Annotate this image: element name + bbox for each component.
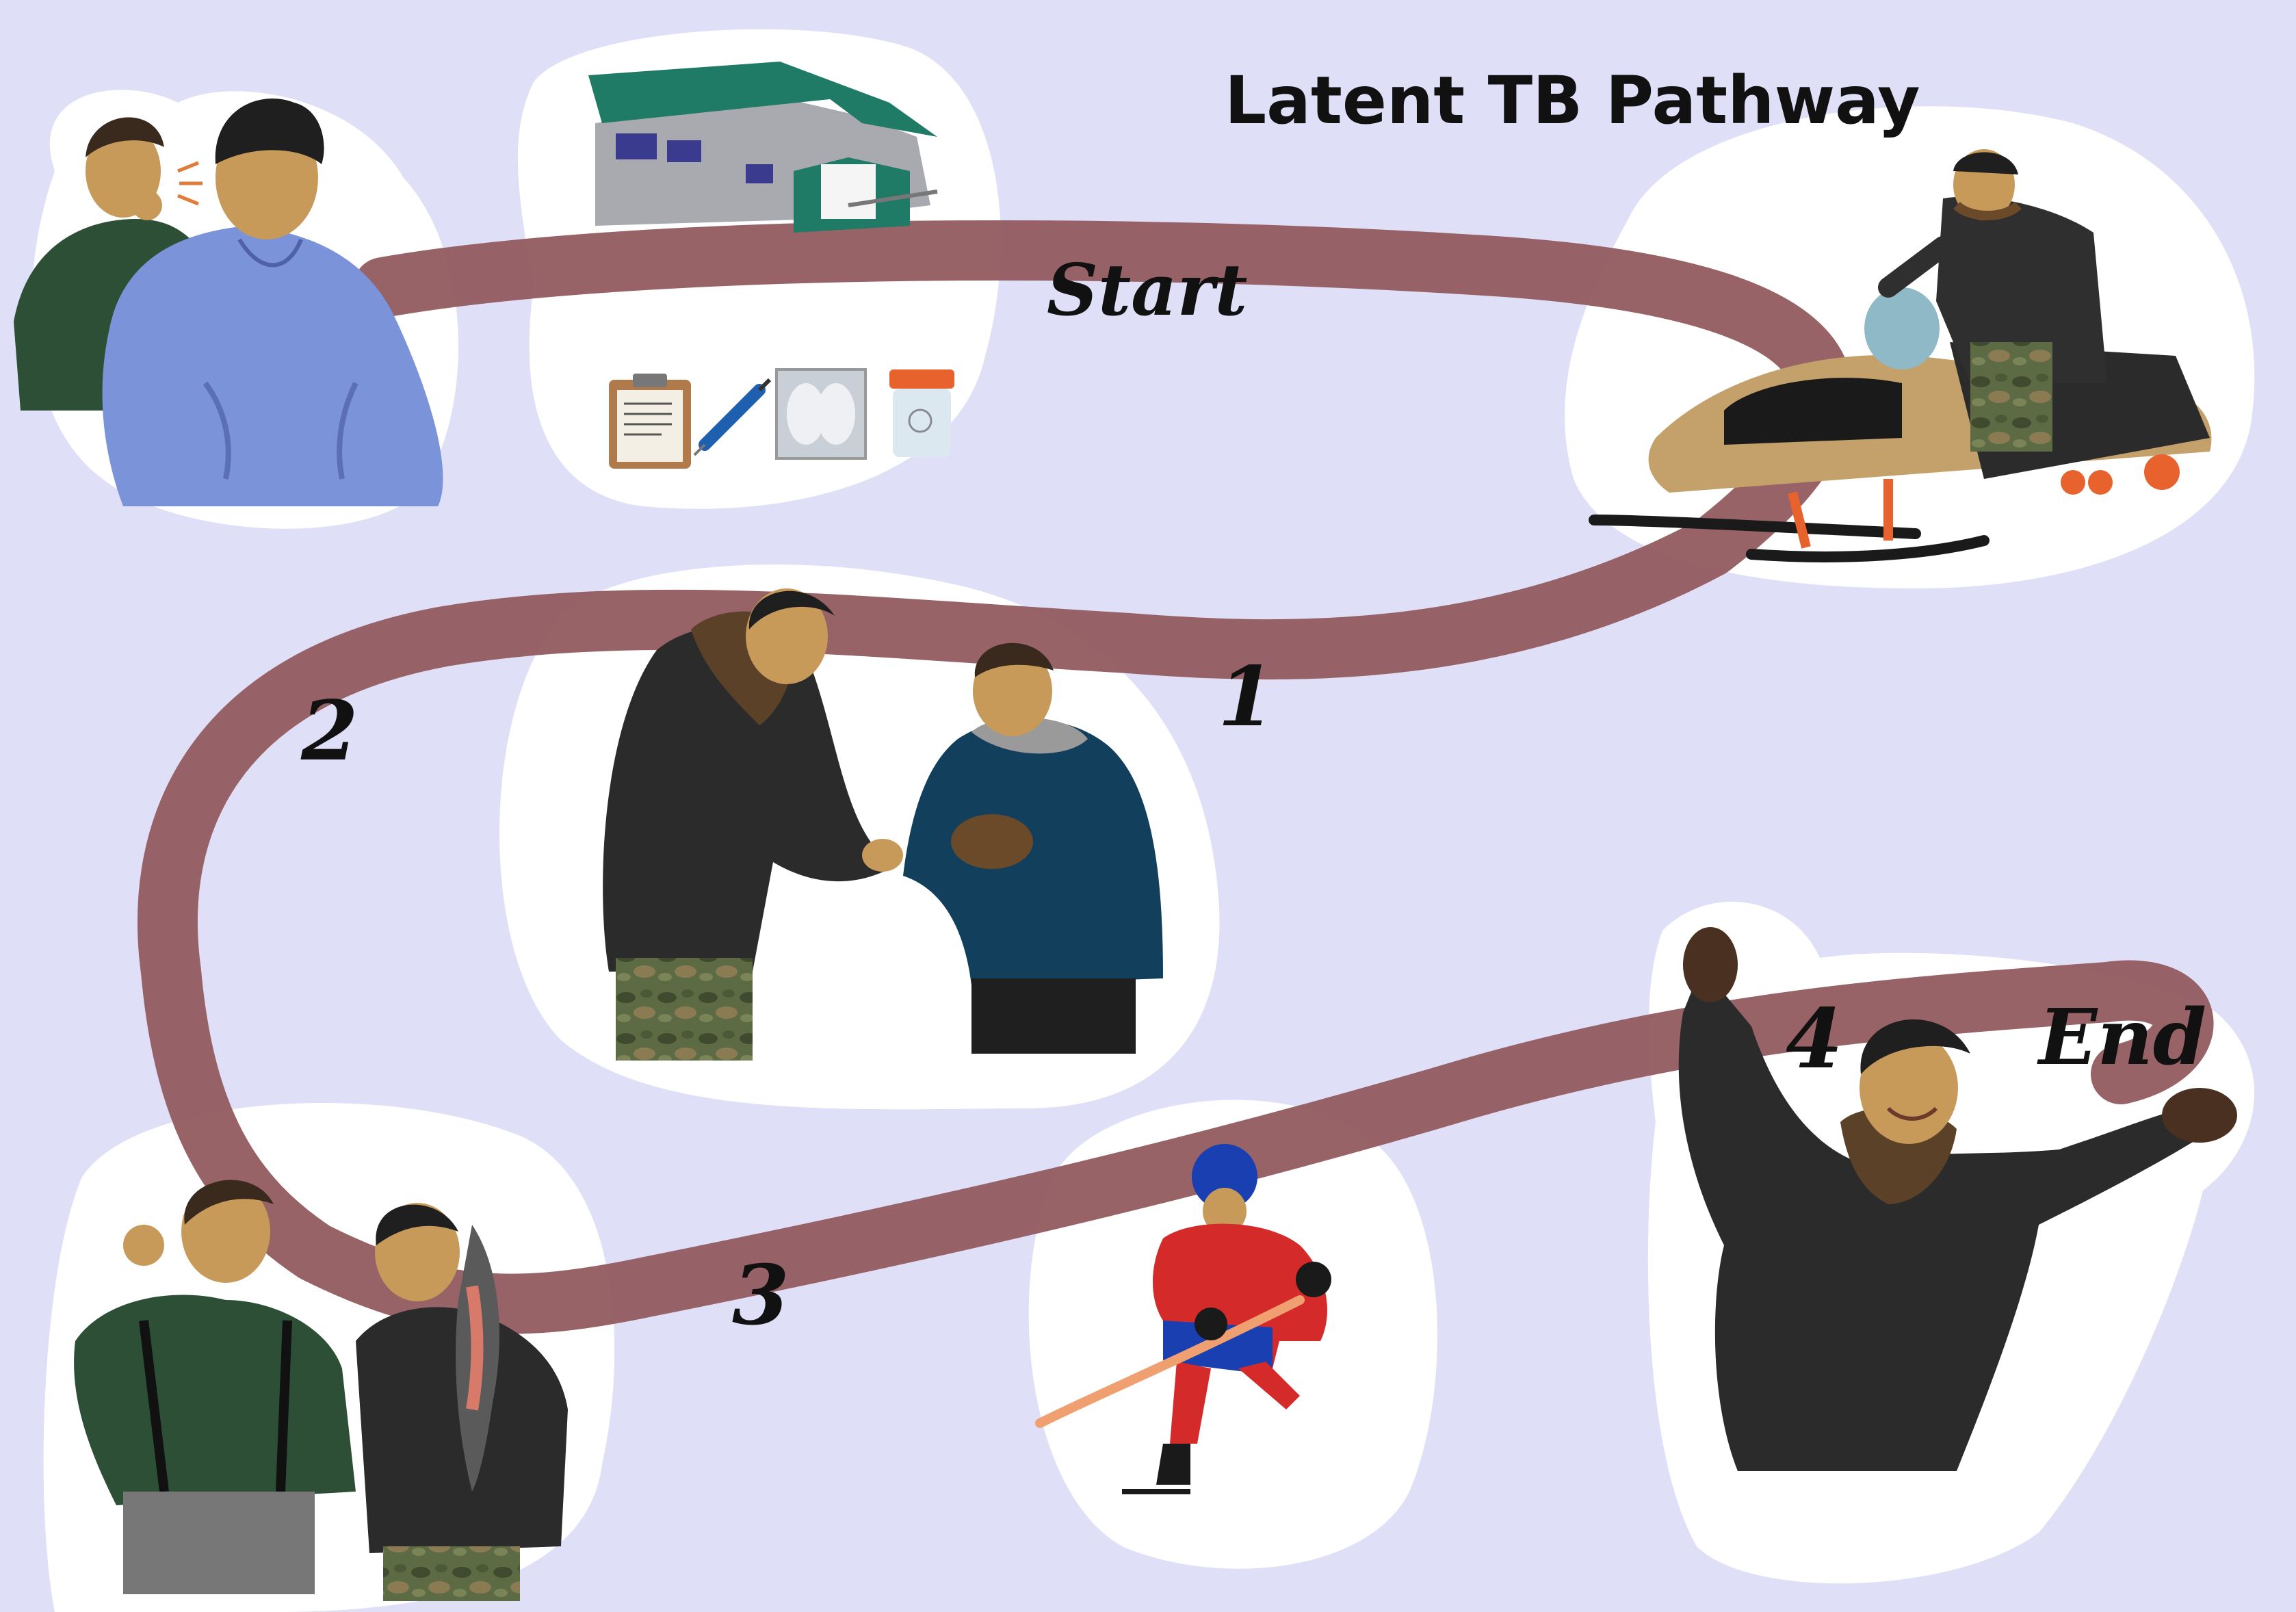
step-3-label: 3 xyxy=(732,1247,790,1344)
chest-xray-icon xyxy=(775,368,867,460)
step-4-label: 4 xyxy=(1786,991,1843,1087)
coughing-man-and-hoodie-man-icon xyxy=(14,99,443,506)
men-holding-fish-icon xyxy=(74,1180,568,1601)
clinic-items xyxy=(609,368,954,469)
pathway-line xyxy=(137,220,2214,1334)
syringe-icon xyxy=(693,378,772,456)
hockey-player-icon xyxy=(1035,1144,1331,1494)
clipboard-icon xyxy=(609,374,691,469)
two-men-shaking-hands-icon xyxy=(603,588,1163,1061)
sputum-jar-icon xyxy=(889,369,954,457)
man-celebrating-icon xyxy=(1678,927,2237,1471)
end-label: End xyxy=(2037,993,2206,1082)
step-1-label: 1 xyxy=(1218,649,1275,745)
health-centre-building-icon xyxy=(588,62,938,233)
step-2-label: 2 xyxy=(300,683,358,779)
man-on-snowmobile-icon xyxy=(1589,149,2212,562)
page-title: Latent TB Pathway xyxy=(1225,62,1920,139)
start-label: Start xyxy=(1047,248,1247,332)
